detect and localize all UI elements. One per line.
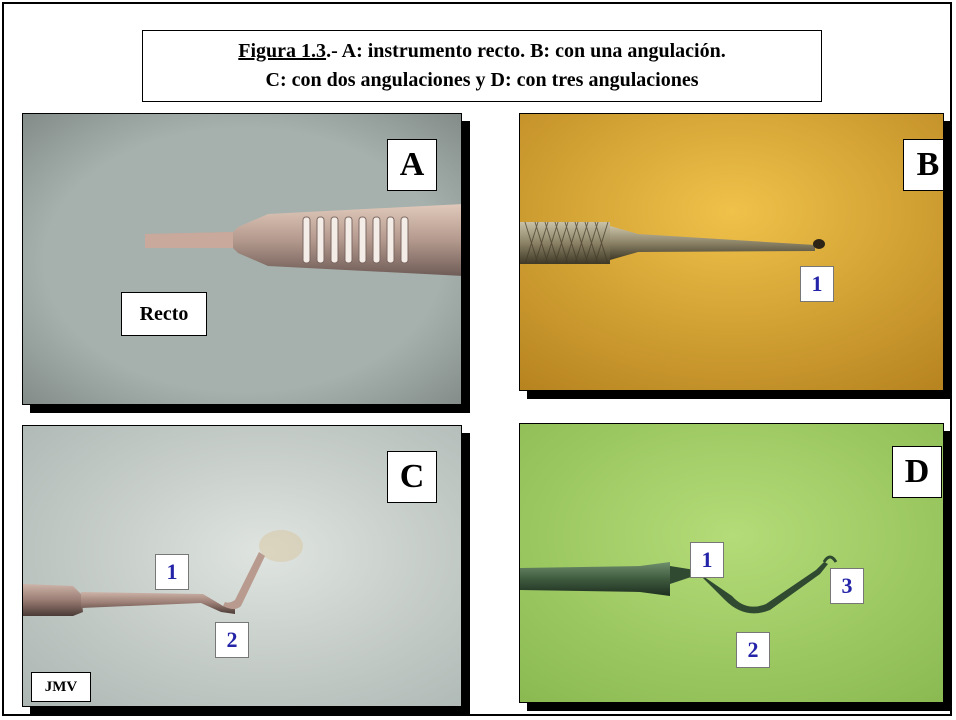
caption-line-2: C: con dos angulaciones y D: con tres an… [265,69,699,91]
panel-d-letter: D [892,446,942,498]
one-angle-instrument-illustration [520,114,943,390]
straight-label: Recto [121,292,207,336]
three-angle-instrument-illustration [520,424,943,702]
angle-marker-2: 2 [215,622,249,658]
panel-d-photo: D 1 2 3 [519,423,944,703]
panel-c-letter: C [387,451,437,503]
panel-b-letter: B [903,139,943,191]
angle-marker-3: 3 [830,568,864,604]
angle-marker-2: 2 [736,632,770,668]
caption-line-1-text: .- A: instrumento recto. B: con una angu… [326,40,726,62]
angle-marker-1: 1 [155,554,189,590]
panel-b-photo: B 1 [519,113,944,391]
caption-line-1: Figura 1.3.- A: instrumento recto. B: co… [143,37,821,66]
angle-marker-1: 1 [690,542,724,578]
figure-reference: Figura 1.3 [238,40,327,62]
angle-marker-1: 1 [800,266,834,302]
panel-a-letter: A [387,139,437,191]
panel-a-photo: A Recto [22,113,462,405]
author-watermark: JMV [31,672,91,702]
figure-caption: Figura 1.3.- A: instrumento recto. B: co… [142,30,822,102]
panel-c-photo: C 1 2 JMV [22,425,462,707]
